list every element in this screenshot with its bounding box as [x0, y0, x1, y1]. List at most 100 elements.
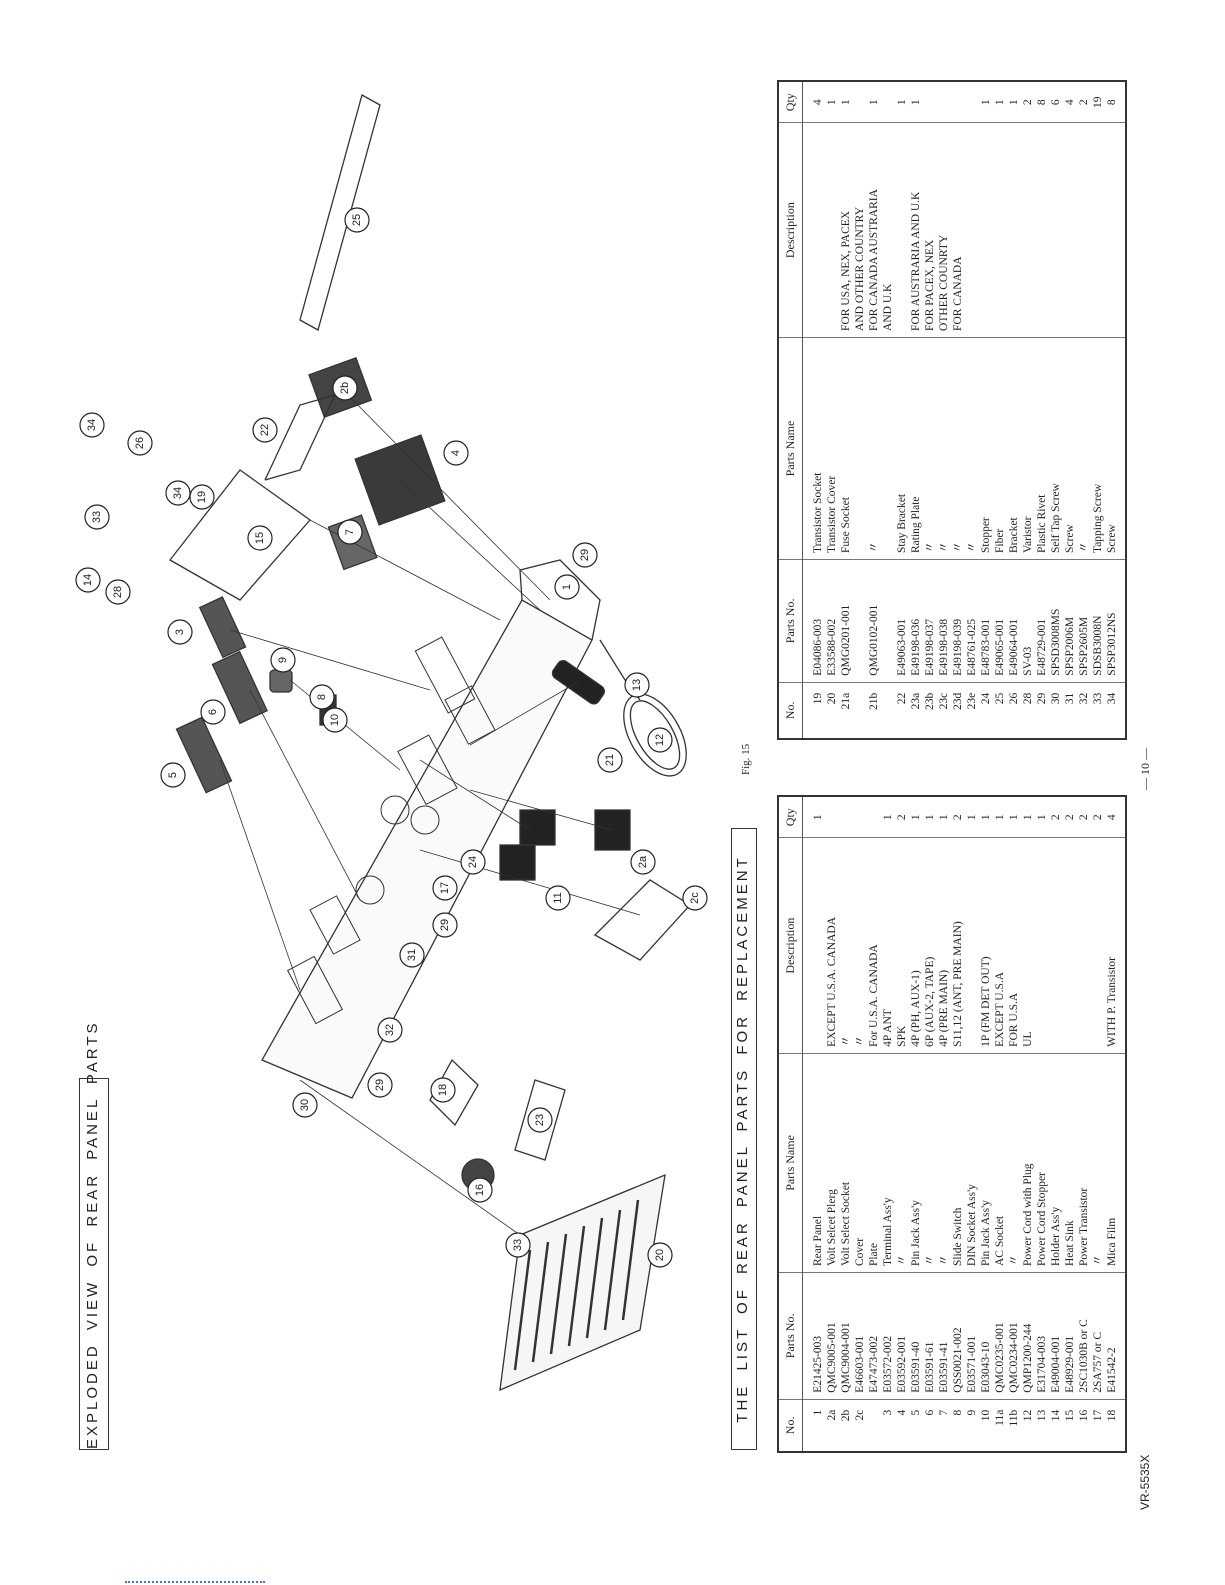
part-number-index: 9 [965, 1399, 979, 1452]
callout-circle [430, 1077, 456, 1103]
callout-label: 9 [277, 657, 289, 663]
model-number: VR-5535X [1138, 1454, 1152, 1510]
part-description: FOR CANADA [951, 122, 965, 338]
part-qty: 1 [910, 99, 922, 106]
callout-7: 7 [337, 519, 363, 545]
part-qty: 1 [938, 814, 950, 821]
part-name: Volt Select Socket [839, 1053, 853, 1273]
part-qty: 2 [896, 814, 908, 821]
part-description: 4P (PRE MAIN) [937, 837, 951, 1054]
part-name: Power Cord with Plug [1021, 1053, 1035, 1273]
callout-14: 14 [75, 567, 101, 593]
part-code: E33588-002 [825, 559, 839, 683]
part-description [1035, 122, 1049, 338]
part-number-index: 4 [895, 1399, 909, 1452]
part-number-index: 21b [867, 682, 881, 739]
part-name: Pin Jack Ass'y [979, 1053, 993, 1273]
callout-label: 6 [207, 709, 219, 715]
part-code: 2SC1030B or C [1077, 1272, 1091, 1400]
part-qty: 1 [1022, 814, 1034, 821]
callout-6: 6 [200, 699, 226, 725]
part-code: E03571-001 [965, 1272, 979, 1400]
part-qty [937, 81, 951, 123]
part-number-index: 32 [1077, 682, 1091, 739]
volt-select-plug-part [594, 809, 631, 851]
callout-8: 8 [309, 684, 335, 710]
part-number-index: 29 [1035, 682, 1049, 739]
callout-circle [647, 727, 673, 753]
part-name: Rating Plate [909, 337, 923, 560]
callout-circle [554, 574, 580, 600]
part-number-index: 12 [1021, 1399, 1035, 1452]
part-number-index: 25 [993, 682, 1007, 739]
terminal-block-3 [198, 596, 247, 659]
part-number-index: 13 [1035, 1399, 1049, 1452]
part-number-index: 23a [909, 682, 923, 739]
part-code: E49198-037 [923, 559, 937, 683]
parts-list-title: THE LIST OF REAR PANEL PARTS FOR REPLACE… [731, 828, 757, 1450]
callout-circle [252, 417, 278, 443]
callout-circle [84, 504, 110, 530]
part-qty: 1 [840, 99, 852, 106]
part-qty [853, 796, 867, 838]
callout-label: 2a [637, 855, 649, 868]
ac-socket-part-2 [499, 844, 536, 881]
part-qty [923, 81, 937, 123]
part-number-index: 10 [979, 1399, 993, 1452]
part-name: Heat Sink [1063, 1053, 1077, 1273]
part-code: E49063-001 [895, 559, 909, 683]
part-code: QMC9004-001 [839, 1272, 853, 1400]
header-description: Description [778, 122, 803, 338]
callout-24: 24 [460, 849, 486, 875]
part-code: E46603-001 [853, 1272, 867, 1400]
part-description: FOR AUSTRARIA AND U.K [909, 122, 923, 338]
callout-circle [79, 412, 105, 438]
callout-label: 23 [534, 1114, 546, 1126]
part-number-index: 1 [802, 1399, 825, 1452]
part-description [1063, 122, 1077, 338]
pin-jack-block-6 [211, 650, 268, 725]
part-qty: 4 [812, 99, 824, 106]
callout-circle [630, 849, 656, 875]
part-number-index: 30 [1049, 682, 1063, 739]
part-code: E03572-002 [881, 1272, 895, 1400]
part-code: QMC0234-001 [1007, 1272, 1021, 1400]
part-qty [881, 81, 895, 123]
callout-21: 21 [597, 747, 623, 773]
part-description [1049, 122, 1063, 338]
part-number-index: 17 [1091, 1399, 1105, 1452]
part-description: SPK [895, 837, 909, 1054]
part-number-index [867, 1399, 881, 1452]
header-no: No. [778, 682, 803, 739]
part-qty: 1 [1008, 814, 1020, 821]
part-name: Stay Bracket [895, 337, 909, 560]
callout-circle [200, 699, 226, 725]
part-name: Volt Selcet Plerg [825, 1053, 839, 1273]
callout-16: 16 [467, 1177, 493, 1203]
callout-label: 29 [374, 1079, 386, 1091]
part-number-index: 6 [923, 1399, 937, 1452]
callout-label: 21 [604, 754, 616, 766]
part-code: E03591-41 [937, 1272, 951, 1400]
part-code: QMG0102-001 [867, 559, 881, 683]
part-name: Terminal Ass'y [881, 1053, 895, 1273]
callout-label: 3 [174, 629, 186, 635]
part-qty [867, 796, 881, 838]
callout-34: 34 [165, 480, 191, 506]
header-parts-no: Parts No. [778, 1272, 803, 1400]
callout-25: 25 [344, 207, 370, 233]
part-number-index: 2a [825, 1399, 839, 1452]
part-number-index: 24 [979, 682, 993, 739]
part-name: 〃 [937, 1053, 951, 1273]
